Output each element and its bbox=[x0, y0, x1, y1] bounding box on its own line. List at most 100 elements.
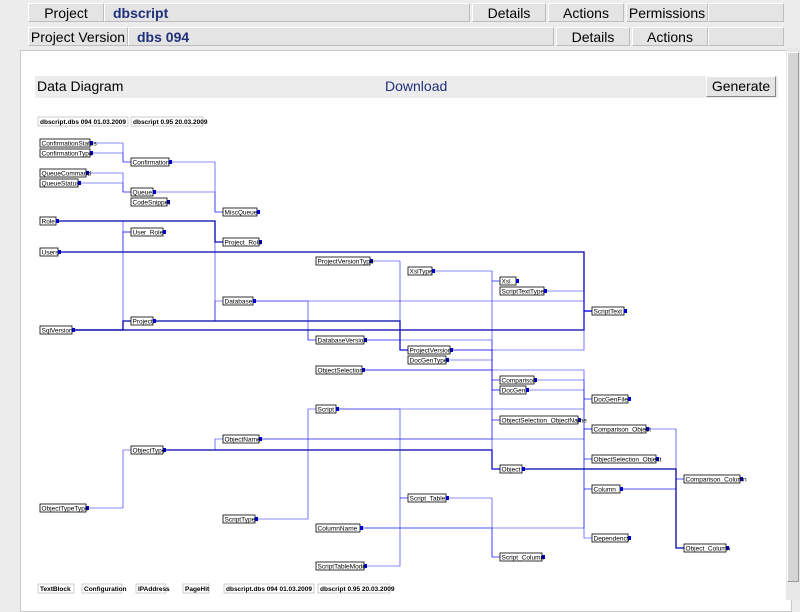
table-node-label: Users bbox=[42, 249, 60, 256]
footer-table-label[interactable]: Configuration bbox=[84, 586, 127, 593]
table-node-label: ScriptType bbox=[225, 516, 256, 523]
table-node[interactable]: Queue bbox=[130, 187, 156, 197]
relation-line bbox=[122, 231, 156, 322]
table-node[interactable]: Role bbox=[39, 216, 59, 226]
table-node-label: Project_Role bbox=[225, 239, 263, 246]
table-node-label: ScriptTableMode bbox=[318, 563, 367, 570]
table-node[interactable]: ScriptTableMode bbox=[315, 561, 367, 571]
project-name[interactable]: dbscript bbox=[104, 3, 470, 22]
table-node[interactable]: Project_Role bbox=[222, 237, 263, 247]
table-node[interactable]: Comparison_Column bbox=[683, 474, 747, 484]
table-node[interactable]: Project bbox=[130, 316, 156, 326]
table-node[interactable]: User_Role bbox=[130, 227, 166, 237]
table-node-label: QueueCommand bbox=[42, 170, 92, 177]
table-node[interactable]: Column bbox=[591, 484, 623, 494]
table-node[interactable]: Object_Column bbox=[683, 543, 731, 553]
table-node-label: ConfirmationType bbox=[42, 150, 93, 157]
footer-table-label[interactable]: IPAddress bbox=[138, 586, 170, 593]
table-node-label: Xsl bbox=[502, 278, 512, 285]
relation-line bbox=[363, 527, 500, 558]
table-node-label: Comparison_Column bbox=[686, 476, 747, 483]
relation-line bbox=[525, 458, 592, 470]
table-node[interactable]: ProjectVersion bbox=[407, 345, 453, 355]
footer-table-box bbox=[182, 583, 210, 594]
relation-line bbox=[89, 172, 131, 193]
table-node[interactable]: QueueCommand bbox=[39, 168, 92, 178]
table-node[interactable]: DocGenFile bbox=[591, 394, 631, 404]
project-actions-button[interactable]: Actions bbox=[548, 3, 624, 22]
footer-table-box bbox=[37, 583, 75, 594]
table-node[interactable]: DocGen bbox=[499, 385, 529, 395]
table-node-label: Script bbox=[318, 406, 335, 413]
project-version-name[interactable]: dbs 094 bbox=[128, 27, 554, 46]
relation-line bbox=[525, 468, 684, 549]
table-node-label: MiscQueue bbox=[225, 209, 258, 216]
table-node[interactable]: ObjectName bbox=[222, 434, 262, 444]
table-node[interactable]: Users bbox=[39, 247, 61, 257]
table-node[interactable]: DocGenType bbox=[407, 355, 449, 365]
table-node[interactable]: Comparison_Object bbox=[591, 424, 652, 434]
footer-table-box bbox=[81, 583, 123, 594]
footer-table-label[interactable]: TextBlock bbox=[40, 586, 71, 593]
table-node-label: Comparison_Object bbox=[594, 426, 652, 433]
table-node[interactable]: Script bbox=[315, 404, 339, 414]
generate-button[interactable]: Generate bbox=[706, 76, 776, 97]
footer-table-label[interactable]: PageHit bbox=[185, 586, 210, 593]
table-node[interactable]: QueueStatus bbox=[39, 178, 81, 188]
table-node-label: DocGen bbox=[502, 387, 526, 394]
data-diagram-panel: Data Diagram Download Generate bbox=[20, 50, 792, 612]
table-node-label: Column bbox=[594, 486, 617, 493]
footer-table-label[interactable]: dbscript 0.95 20.03.2009 bbox=[320, 586, 395, 593]
table-node[interactable]: ConfirmationType bbox=[39, 148, 93, 158]
version-actions-button[interactable]: Actions bbox=[632, 27, 708, 46]
relation-line bbox=[525, 468, 592, 539]
diagram-caption: dbscript.dbs 094 01.03.2009 bbox=[40, 119, 126, 126]
version-nav-bar: Project Version dbs 094 Details Actions bbox=[0, 24, 800, 48]
table-node-label: Script_Column bbox=[502, 554, 545, 561]
table-node[interactable]: XslType bbox=[407, 266, 435, 276]
relation-line bbox=[75, 329, 316, 341]
footer-table-label[interactable]: dbscript.dbs 094 01.03.2009 bbox=[226, 586, 312, 593]
table-node[interactable]: SqlVersion bbox=[39, 325, 75, 335]
table-node[interactable]: Database bbox=[222, 296, 256, 306]
diagram-caption-box bbox=[130, 116, 204, 127]
table-node-label: User_Role bbox=[133, 229, 164, 236]
table-node[interactable]: ScriptText bbox=[591, 306, 627, 316]
relation-line bbox=[156, 241, 223, 322]
table-node[interactable]: Dependency bbox=[591, 533, 631, 543]
table-node[interactable]: ObjectType bbox=[130, 445, 166, 455]
table-node[interactable]: Confirmation bbox=[130, 157, 172, 167]
relation-line bbox=[363, 488, 592, 529]
vertical-scrollbar-thumb[interactable] bbox=[787, 52, 799, 582]
table-node-label: Project bbox=[133, 318, 153, 325]
table-node[interactable]: ObjectSelection_ObjectName bbox=[499, 415, 587, 425]
table-node[interactable]: CodeSnippet bbox=[130, 197, 170, 207]
relation-line bbox=[166, 449, 500, 470]
table-node[interactable]: ColumnName bbox=[315, 523, 363, 533]
relation-line bbox=[525, 428, 592, 470]
table-node[interactable]: ScriptType bbox=[222, 514, 258, 524]
project-details-button[interactable]: Details bbox=[472, 3, 546, 22]
table-node[interactable]: Comparison bbox=[499, 375, 537, 385]
relation-line bbox=[365, 369, 592, 460]
relation-line bbox=[258, 408, 316, 520]
download-link[interactable]: Download bbox=[385, 78, 448, 94]
table-node[interactable]: ObjectTypeType bbox=[39, 503, 89, 513]
table-node[interactable]: ProjectVersionType bbox=[315, 256, 374, 266]
table-node-label: DocGenFile bbox=[594, 396, 629, 403]
relation-line bbox=[525, 468, 592, 490]
project-permissions-button[interactable]: Permissions bbox=[626, 3, 708, 22]
table-node[interactable]: Xsl bbox=[499, 276, 519, 286]
table-node[interactable]: Object bbox=[499, 464, 525, 474]
version-details-button[interactable]: Details bbox=[556, 27, 630, 46]
table-node[interactable]: MiscQueue bbox=[222, 207, 260, 217]
table-node[interactable]: ScriptTextType bbox=[499, 286, 547, 296]
relation-line bbox=[59, 220, 131, 233]
table-node[interactable]: ConfirmationStatus bbox=[39, 138, 98, 148]
relation-line bbox=[435, 270, 500, 282]
table-node[interactable]: Script_Column bbox=[499, 552, 545, 562]
table-node[interactable]: ObjectSelection bbox=[315, 365, 365, 375]
table-node[interactable]: DatabaseVersion bbox=[315, 335, 367, 345]
table-node[interactable]: ObjectSelection_Object bbox=[591, 454, 662, 464]
table-node[interactable]: Script_Table bbox=[407, 493, 449, 503]
